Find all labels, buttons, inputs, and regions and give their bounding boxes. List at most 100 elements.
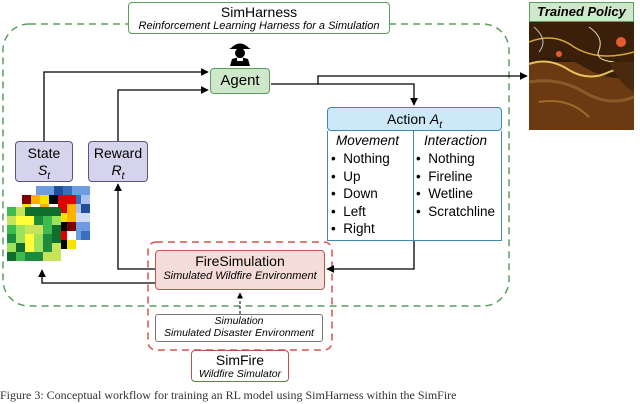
- state-to-agent-arrow: [43, 68, 209, 141]
- state-grid-cell: [81, 204, 90, 213]
- reward-node: Reward Rt: [88, 141, 148, 182]
- state-grid-cell: [16, 243, 25, 252]
- firesimulation-subtitle: Simulated Wildfire Environment: [163, 270, 317, 282]
- figure-caption: Figure 3: Conceptual workflow for traini…: [0, 388, 457, 402]
- state-grid-cell: [67, 195, 76, 204]
- state-grid-cell: [52, 225, 61, 234]
- firesimulation-title: FireSimulation: [195, 253, 285, 269]
- state-subscript: t: [47, 170, 51, 182]
- state-grid-cell: [72, 204, 81, 213]
- movement-item: • Down: [331, 186, 378, 201]
- state-grid-cell: [52, 252, 61, 261]
- movement-item: • Left: [331, 203, 366, 219]
- simharness-region: [2, 23, 510, 307]
- interaction-heading: Interaction: [424, 133, 488, 148]
- state-grid-cell: [25, 252, 34, 261]
- state-grid-cell: [67, 213, 76, 222]
- state-grid-cell: [43, 234, 52, 243]
- state-grid-cell: [72, 195, 81, 204]
- state-grid-cell: [72, 213, 81, 222]
- state-grid-cell: [7, 207, 16, 216]
- state-grid-cell: [25, 216, 34, 225]
- state-grid-icon: [7, 186, 90, 261]
- state-grid-cell: [72, 231, 81, 240]
- agent-node: Agent: [210, 68, 270, 94]
- state-grid-cell: [34, 252, 43, 261]
- state-grid-cell: [58, 222, 67, 231]
- state-grid-cell: [7, 216, 16, 225]
- agent-to-policy-arrow: [317, 72, 528, 84]
- state-grid-cell: [7, 252, 16, 261]
- action-subscript: t: [439, 119, 442, 131]
- state-grid-cell: [43, 243, 52, 252]
- movement-item: • Nothing: [331, 151, 390, 166]
- state-grid-cell: [54, 186, 63, 195]
- state-grid-cell: [52, 207, 61, 216]
- state-grid-cell: [72, 186, 81, 195]
- state-grid-cell: [72, 222, 81, 231]
- interaction-column: Interaction • Nothing • Fireline • Wetli…: [416, 132, 495, 220]
- state-grid-cell: [16, 234, 25, 243]
- simharness-title: SimHarness: [220, 4, 298, 20]
- state-grid-cell: [31, 195, 40, 204]
- agent-label: Agent: [220, 72, 260, 89]
- state-grid-cell: [7, 225, 16, 234]
- simharness-title-box: SimHarness Reinforcement Learning Harnes…: [128, 2, 390, 34]
- state-grid-cell: [52, 216, 61, 225]
- state-grid-cell: [34, 225, 43, 234]
- state-grid-cell: [16, 207, 25, 216]
- state-grid-cell: [34, 243, 43, 252]
- interaction-item: • Nothing: [416, 151, 475, 166]
- state-grid-cell: [52, 234, 61, 243]
- state-grid-cell: [43, 207, 52, 216]
- movement-column: Movement • Nothing • Up • Down • Left • …: [331, 132, 399, 238]
- state-grid-cell: [16, 225, 25, 234]
- state-grid-cell: [25, 243, 34, 252]
- action-label: Action: [387, 111, 426, 127]
- interaction-item: • Scratchline: [416, 203, 496, 219]
- state-grid-cell: [43, 216, 52, 225]
- state-grid-cell: [58, 204, 67, 213]
- state-node: State St: [15, 141, 73, 182]
- state-grid-cell: [22, 195, 31, 204]
- simulation-title: Simulation: [214, 315, 264, 327]
- state-grid-cell: [36, 186, 45, 195]
- state-grid-cell: [58, 195, 67, 204]
- state-grid-cell: [67, 240, 76, 249]
- state-grid-cell: [67, 222, 76, 231]
- action-node: Action At: [327, 107, 502, 131]
- state-grid-cell: [34, 216, 43, 225]
- state-grid-cell: [34, 234, 43, 243]
- simfire-title: SimFire: [215, 352, 265, 368]
- action-options-panel: [327, 131, 502, 241]
- state-grid-cell: [34, 207, 43, 216]
- state-grid-cell: [43, 252, 52, 261]
- state-grid-cell: [25, 207, 34, 216]
- simharness-subtitle: Reinforcement Learning Harness for a Sim…: [138, 20, 380, 32]
- interaction-item: • Fireline: [416, 168, 473, 184]
- state-symbol: S: [37, 162, 48, 178]
- reward-symbol: R: [111, 162, 122, 178]
- trained-policy-label: Trained Policy: [529, 2, 634, 22]
- state-grid-cell: [58, 231, 67, 240]
- reward-subscript: t: [121, 170, 125, 182]
- reward-label: Reward: [93, 145, 143, 161]
- state-grid-cell: [40, 195, 49, 204]
- simfire-label-box: SimFire Wildfire Simulator: [191, 350, 289, 382]
- movement-item: • Right: [331, 221, 375, 236]
- state-grid-cell: [25, 225, 34, 234]
- reward-to-agent-arrow: [117, 86, 209, 141]
- state-grid-cell: [43, 225, 52, 234]
- firesim-to-state-arrow: [38, 269, 155, 284]
- state-grid-cell: [49, 195, 58, 204]
- state-grid-cell: [81, 222, 90, 231]
- state-grid-cell: [25, 234, 34, 243]
- state-grid-cell: [67, 231, 76, 240]
- state-label: State: [27, 145, 61, 161]
- state-grid-cell: [81, 195, 90, 204]
- simfire-subtitle: Wildfire Simulator: [198, 368, 282, 380]
- action-to-firesim-arrow: [326, 241, 415, 273]
- movement-item: • Up: [331, 168, 361, 184]
- state-grid-cell: [7, 243, 16, 252]
